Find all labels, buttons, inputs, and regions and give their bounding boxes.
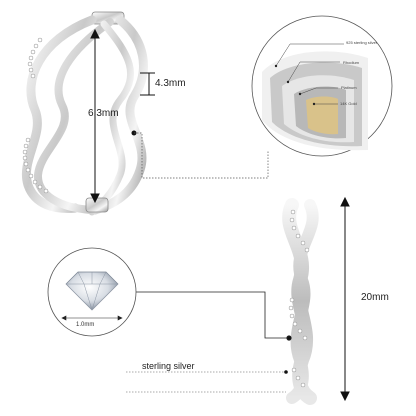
width-label: 4.3mm [155, 78, 186, 89]
stone-size-label: 1.0mm [76, 322, 95, 328]
layer-label-platinum: Platinum [341, 85, 357, 90]
stone-detail [47, 247, 137, 337]
cross-section-detail [251, 15, 393, 157]
layer-label-rhodium: Rhodium [343, 60, 360, 65]
cross-section-leader [131, 130, 269, 179]
material-label: sterling silver [142, 361, 195, 371]
layer-label-gold: 14K Gold [340, 101, 357, 106]
layer-label-silver: 925 sterling silver [346, 40, 378, 45]
material-leader [126, 371, 286, 393]
length-label: 20mm [361, 292, 389, 303]
side-view-earring-image [282, 198, 319, 405]
material-dot [284, 370, 288, 374]
height-dimension-arrow [90, 28, 100, 204]
stone-leader [136, 291, 292, 341]
height-label: 6.3mm [88, 108, 119, 119]
hoop-earring-image [22, 11, 148, 216]
length-dimension-arrow [340, 196, 350, 402]
width-dimension-bracket [140, 72, 155, 96]
